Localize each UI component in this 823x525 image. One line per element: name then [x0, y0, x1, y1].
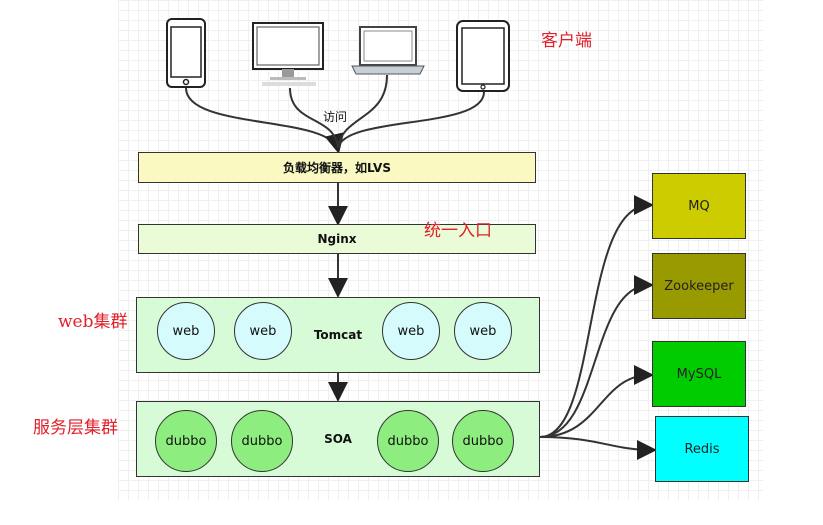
- dubbo-node: dubbo: [452, 410, 514, 472]
- mysql-box: MySQL: [652, 341, 746, 407]
- web-cluster-label: web集群: [58, 312, 128, 332]
- dubbo-node: dubbo: [231, 410, 293, 472]
- web-node: web: [234, 302, 292, 360]
- desktop-monitor-icon: [252, 22, 324, 86]
- soa-label: SOA: [324, 432, 352, 446]
- clients-label: 客户端: [541, 31, 592, 51]
- load-balancer-box: 负载均衡器，如LVS: [138, 152, 536, 183]
- laptop-icon: [351, 26, 425, 75]
- phone-icon: [166, 18, 206, 88]
- nginx-box: Nginx: [138, 224, 536, 254]
- zookeeper-box: Zookeeper: [652, 253, 746, 319]
- web-node: web: [454, 302, 512, 360]
- tablet-icon: [456, 20, 510, 92]
- dubbo-node: dubbo: [155, 410, 217, 472]
- access-label: 访问: [323, 110, 348, 124]
- mq-box: MQ: [652, 173, 746, 239]
- dubbo-node: dubbo: [377, 410, 439, 472]
- web-node: web: [382, 302, 440, 360]
- redis-box: Redis: [655, 416, 749, 482]
- unified-entry-label: 统一入口: [424, 221, 492, 241]
- service-cluster-label: 服务层集群: [33, 418, 118, 438]
- web-node: web: [157, 302, 215, 360]
- tomcat-label: Tomcat: [313, 328, 363, 342]
